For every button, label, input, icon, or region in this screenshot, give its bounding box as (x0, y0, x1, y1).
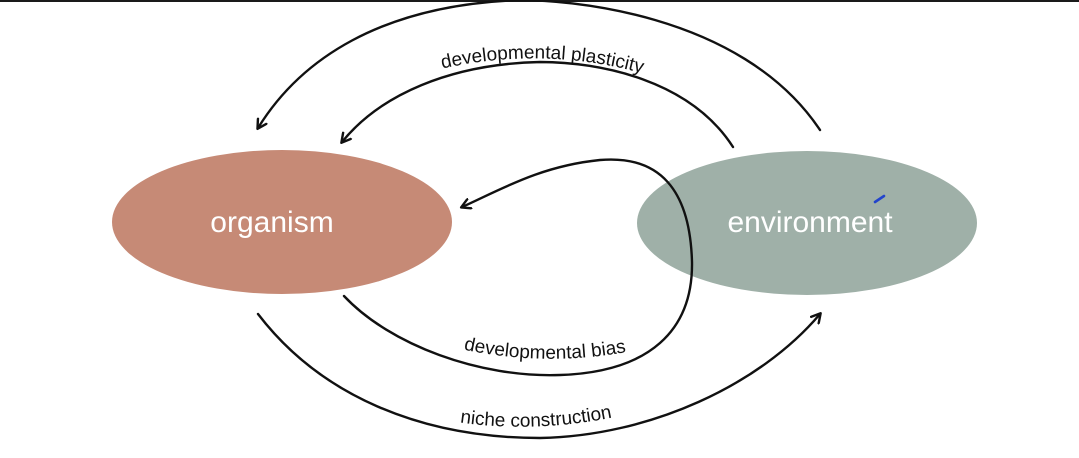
niche-construction-label: niche construction (459, 402, 613, 432)
developmental-bias-arrow (342, 158, 694, 377)
niche-construction-arrow (256, 314, 820, 440)
developmental-bias-label: developmental bias (463, 334, 628, 364)
developmental-plasticity-textpath: developmental plasticity (439, 42, 647, 78)
environment-node (637, 151, 977, 295)
organism-label: organism (210, 206, 333, 239)
niche-construction-textpath: niche construction (459, 402, 613, 432)
developmental-bias-textpath: developmental bias (463, 334, 628, 364)
pen-mark (873, 194, 886, 204)
organism-node (112, 150, 452, 294)
developmental-plasticity-arrow (342, 60, 735, 149)
outer-top-arrow (258, 0, 822, 132)
environment-label: environment (727, 206, 893, 239)
developmental-plasticity-label: developmental plasticity (439, 42, 647, 78)
